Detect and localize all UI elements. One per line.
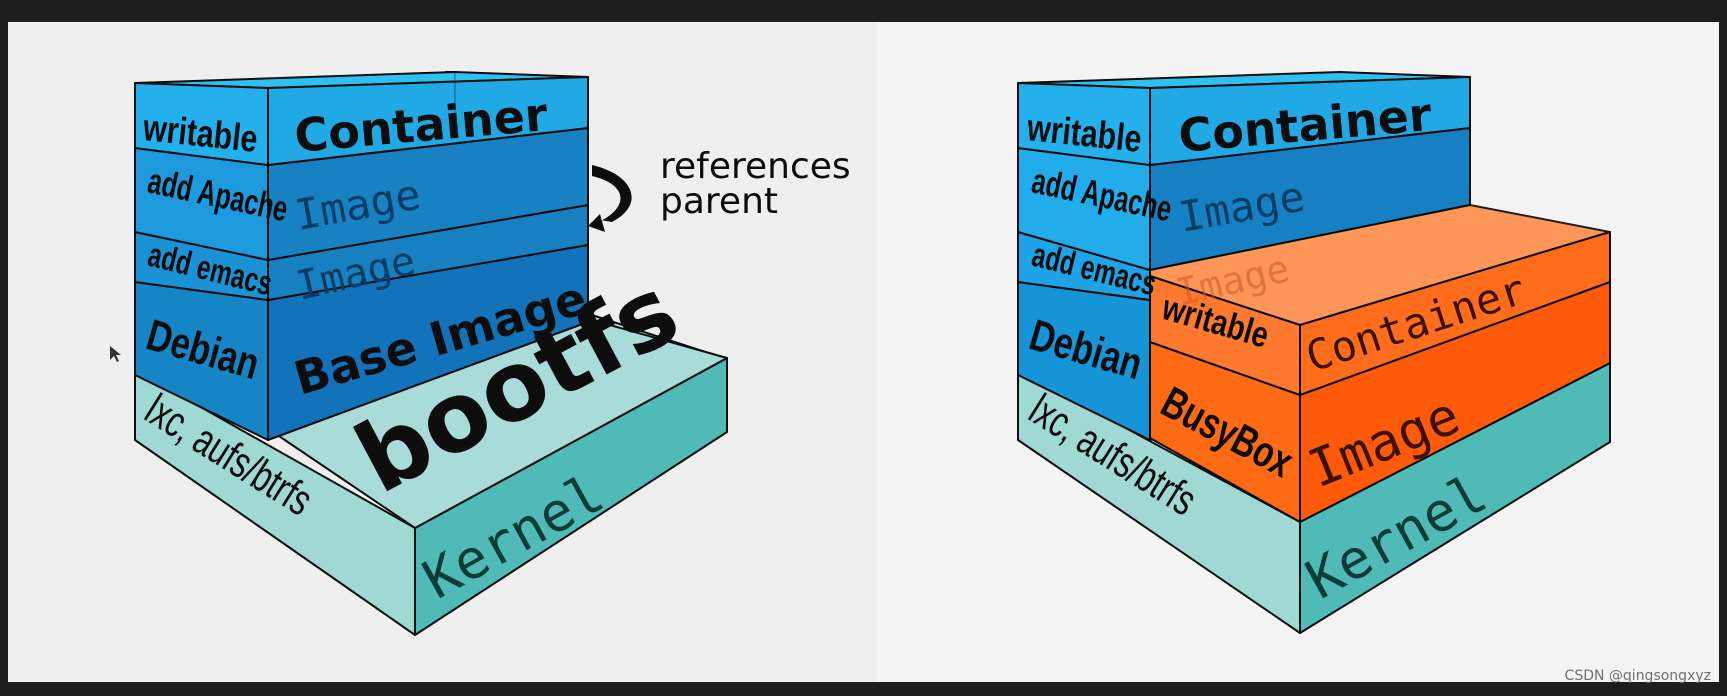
right-diagram	[1017, 71, 1611, 634]
left-container-layer	[134, 71, 589, 440]
references-parent-annotation: references parent	[588, 146, 851, 232]
right-apache-layer	[1017, 127, 1471, 271]
right-busybox-container-layer	[1149, 204, 1611, 522]
curved-arrow-icon	[592, 165, 632, 228]
mouse-cursor-icon	[110, 346, 121, 362]
right-container-layer	[1017, 71, 1471, 166]
references-label: references	[660, 146, 851, 187]
parent-label: parent	[660, 181, 778, 222]
left-diagram	[134, 71, 728, 636]
left-apache-image-layer	[134, 127, 589, 261]
watermark: CSDN @qingsongxyz	[1564, 668, 1711, 684]
